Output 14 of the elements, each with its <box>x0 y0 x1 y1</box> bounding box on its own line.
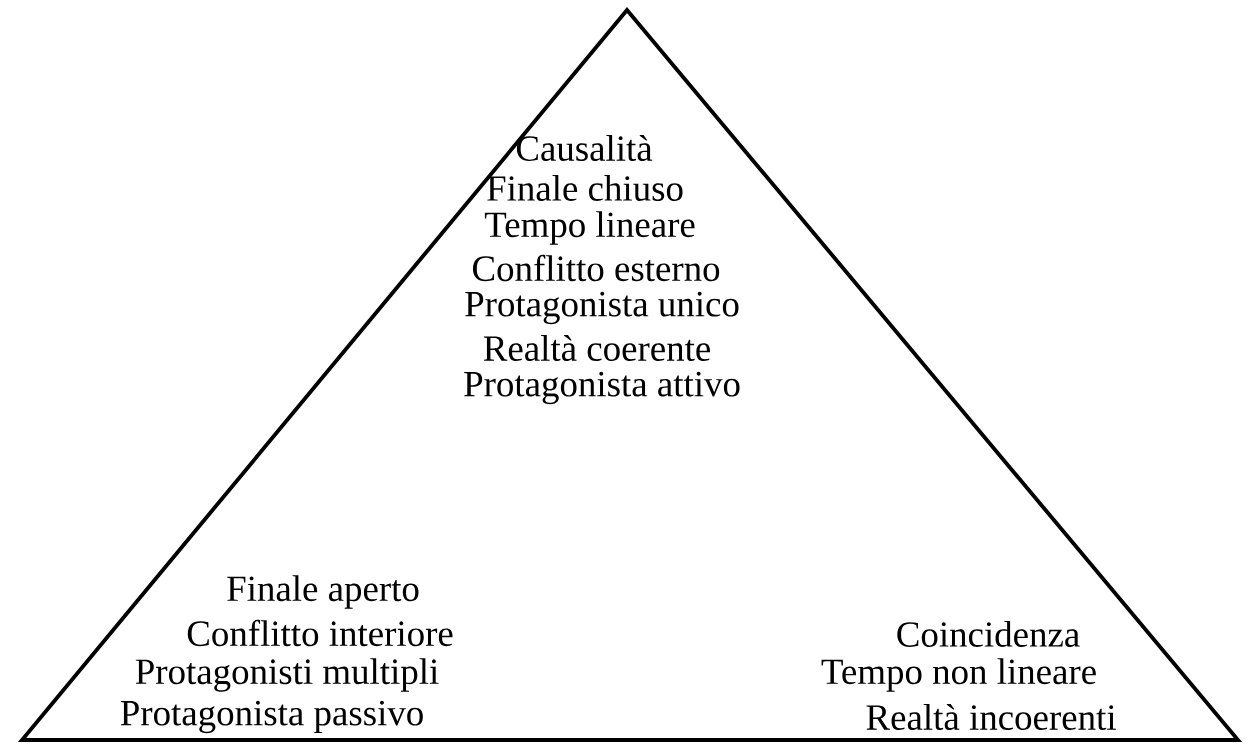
pyramid-label: Tempo lineare <box>484 211 695 245</box>
pyramid-label: Realtà coerente <box>483 335 710 361</box>
pyramid-label: Protagonista passivo <box>120 700 423 734</box>
pyramid-label: Protagonisti multipli <box>135 658 439 692</box>
pyramid-label: Protagonista attivo <box>464 371 740 405</box>
pyramid-label: Realtà incoerenti <box>866 704 1116 730</box>
pyramid-label: Conflitto esterno <box>473 254 720 282</box>
pyramid-label: Protagonista unico <box>465 291 739 325</box>
pyramid-label: Coincidenza <box>897 621 1080 647</box>
pyramid-label: Finale aperto <box>227 575 419 609</box>
pyramid-label: Causalità <box>516 135 653 161</box>
pyramid-label: Finale chiuso <box>487 175 683 201</box>
pyramid-label: Conflitto interiore <box>187 619 453 647</box>
pyramid-label: Tempo non lineare <box>821 658 1096 692</box>
